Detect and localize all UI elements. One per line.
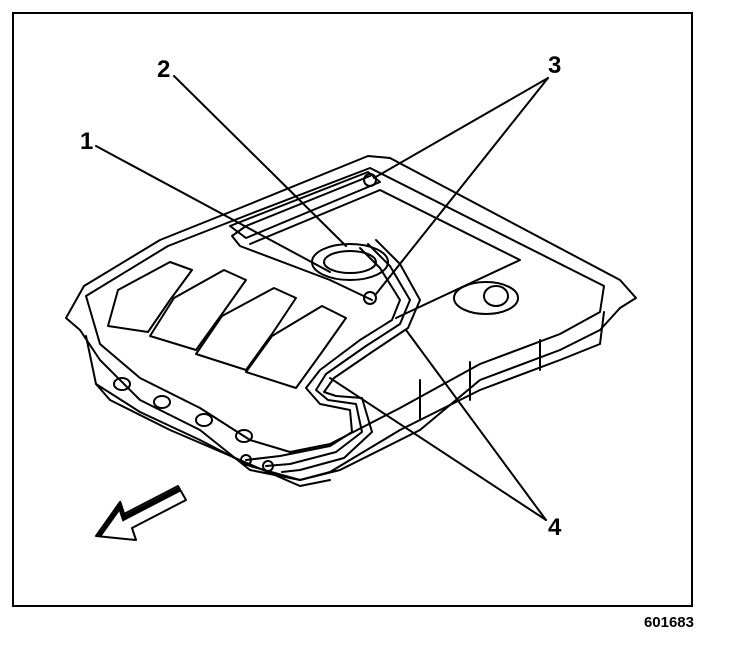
leader-line-4a [329,377,547,521]
sending-unit-inner [323,250,377,274]
tank-bottom-edge [95,383,331,487]
tank-flange [65,155,637,481]
line-clip [363,291,377,305]
filler-opening-inner [483,285,509,307]
fuel-line-return [265,243,411,467]
figure-number: 601683 [643,614,694,631]
callout-2: 2 [157,56,171,83]
leader-line-3b [375,77,549,295]
tank-dimple [153,395,171,409]
diagram-frame [12,12,693,607]
tank-top-surface [85,167,605,453]
leader-line-1 [95,145,331,273]
filler-opening [453,281,519,315]
tank-lower-body [85,311,605,481]
tank-rib [245,305,347,389]
line-fitting [240,454,252,466]
line-fitting [262,460,274,472]
tank-rib [149,269,247,351]
leader-line-3a [373,77,549,179]
leader-line-2 [173,75,347,247]
tank-rib [107,261,193,333]
line-clip [363,173,377,187]
callout-3: 3 [548,52,562,79]
vent-line [231,175,373,301]
tank-rib [195,287,297,371]
callout-4: 4 [548,514,562,541]
tank-strap [419,339,541,421]
leader-line-4b [405,329,547,521]
tank-ridge [229,171,381,239]
callout-1: 1 [80,128,94,155]
fuel-line-vapor [281,239,421,473]
fuel-line-feed [245,247,401,461]
tank-dimple [195,413,213,427]
front-direction-arrow-icon [95,485,187,541]
tank-dimple [113,377,131,391]
tank-dimple [235,429,253,443]
